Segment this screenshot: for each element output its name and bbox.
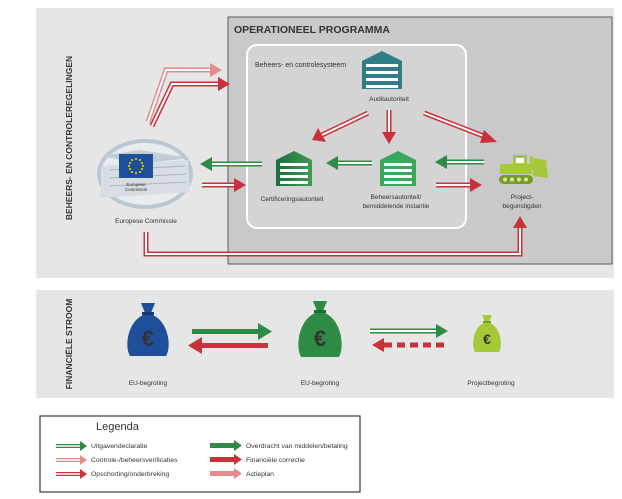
managing-authority-label-line1: Beheersautoriteit/ [371, 194, 422, 201]
legend-label-3: Overdracht van middelen/betaling [246, 443, 348, 450]
legend-label-2: Opschorting/onderbreking [91, 471, 169, 478]
controls-side-label: BEHEERS- EN CONTROLEREGELINGEN [64, 56, 74, 220]
arrow-managing-to-beneficiaries-suspension [436, 178, 482, 192]
bulldozer-icon [499, 155, 548, 184]
legend-swatch-control [56, 455, 87, 465]
arrow-ec-to-certifying-suspension [202, 178, 246, 192]
arrow-audit-to-beneficiaries [423, 110, 497, 143]
legend-label-1: Controle-/beheersverificaties [91, 457, 178, 464]
money-bag-project-budget-icon [473, 315, 501, 352]
legend-swatch-action-plan [210, 468, 242, 479]
legend-swatch-correction [210, 454, 242, 465]
legend-label-5: Actieplan [246, 471, 274, 478]
operational-programme-title: OPERATIONEEL PROGRAMMA [234, 24, 390, 36]
management-control-system-title: Beheers- en controlesysteem [255, 62, 346, 69]
audit-authority-label: Auditautoriteit [369, 96, 409, 103]
ec-logo-text-line1: Europese [126, 182, 146, 187]
financial-side-label: FINANCIËLE STROOM [64, 299, 74, 390]
legend-box [39, 415, 361, 493]
arrow-ec-to-beneficiaries-bottom [143, 216, 527, 257]
beneficiaries-label-line1: Project- [511, 194, 533, 201]
currency-symbol-1: € [142, 326, 154, 351]
arrow-correction-eu-to-eu [188, 337, 268, 354]
certifying-authority-label: Certificeringsautoriteit [261, 196, 324, 203]
currency-symbol-3: € [483, 331, 491, 347]
managing-authority-building-icon [380, 151, 416, 186]
money-bag-eu-budget-2-icon [298, 301, 342, 357]
currency-symbol-2: € [314, 326, 326, 351]
money-bag-eu-budget-1-icon [127, 303, 169, 356]
european-commission-building-image [97, 139, 193, 209]
legend-swatch-suspension [56, 469, 87, 479]
legend-label-0: Uitgavendeclaratie [91, 443, 148, 450]
arrow-correction-from-project [372, 338, 446, 352]
legend-label-4: Financiële correctie [246, 457, 305, 464]
audit-authority-building-icon [362, 51, 402, 89]
arrow-payment-to-project [370, 324, 448, 338]
bag1-label: EU-begroting [129, 380, 168, 387]
arrow-certifying-to-ec-declaration [200, 157, 262, 171]
arrow-beneficiaries-to-managing-declaration [435, 155, 484, 169]
legend-title: Legenda [96, 421, 140, 433]
arrow-payment-eu-to-eu [192, 323, 272, 340]
legend-swatch-declaration [56, 441, 87, 451]
european-commission-label: Europese Commissie [115, 218, 177, 225]
arrow-audit-to-certifying [312, 110, 370, 142]
certifying-authority-building-icon [276, 151, 312, 186]
legend-swatch-payment [210, 440, 242, 451]
beneficiaries-label-line2: begunstigden [502, 203, 541, 210]
managing-authority-label-line2: bemiddelende instantie [363, 203, 430, 210]
ec-logo-text-line2: Commissie [125, 187, 148, 192]
arrow-ec-to-audit-control [145, 63, 230, 128]
bag3-label: Projectbegroting [467, 380, 515, 387]
eu-flag-icon [119, 154, 153, 178]
arrow-audit-to-managing [382, 110, 396, 144]
bag2-label: EU-begroting [301, 380, 340, 387]
arrow-managing-to-certifying-declaration [326, 156, 372, 170]
